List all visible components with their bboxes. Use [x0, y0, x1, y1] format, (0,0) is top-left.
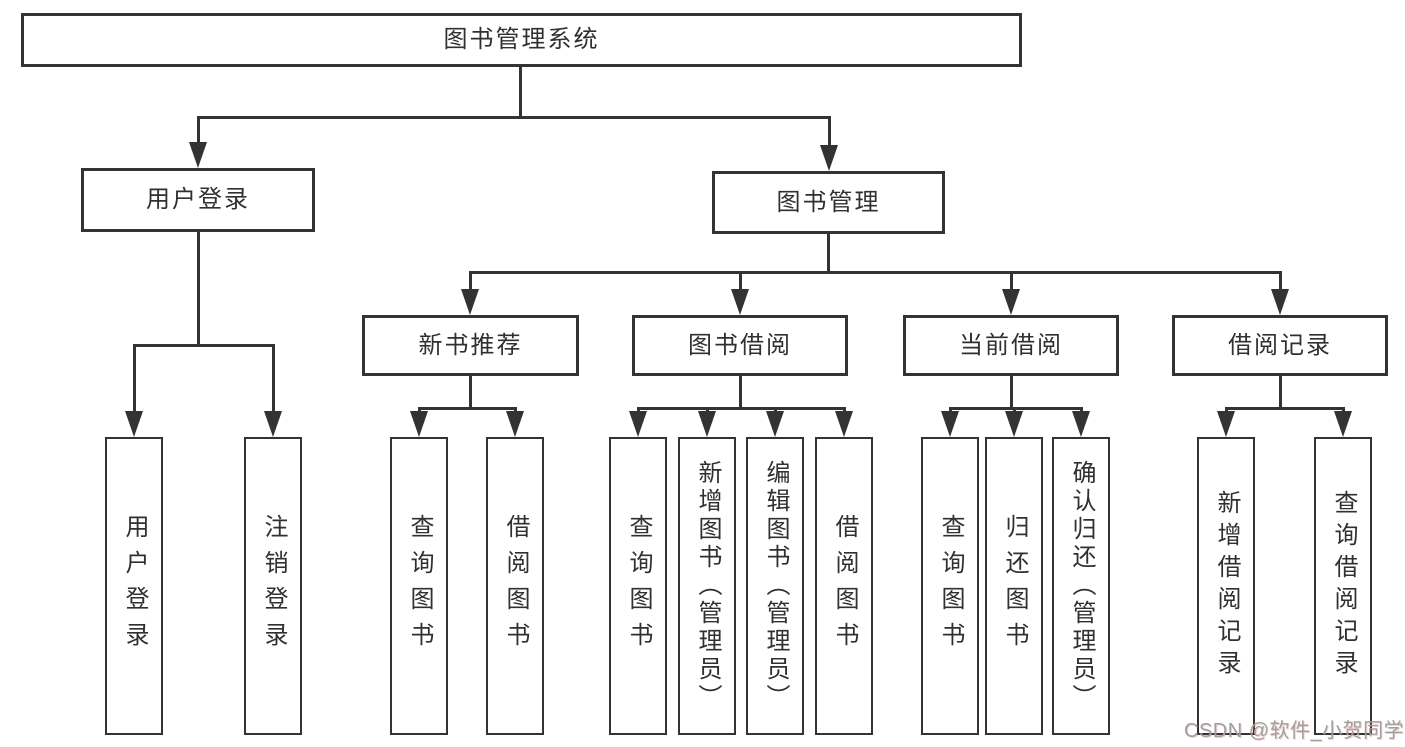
connector-arrowhead: [1005, 411, 1023, 437]
leaf-user-login: 用户登录: [105, 437, 163, 735]
leaf-logout: 注销登录: [244, 437, 302, 735]
connector-arrowhead: [629, 411, 647, 437]
connector-line: [637, 407, 845, 410]
connector-arrowhead: [410, 411, 428, 437]
connector-line: [1010, 271, 1013, 291]
csdn-watermark: CSDN @软件_小贺同学: [1184, 720, 1405, 742]
connector-arrowhead: [189, 142, 207, 168]
node-book-borrowing-label: 图书借阅: [688, 331, 792, 359]
connector-arrowhead: [264, 411, 282, 437]
connector-line: [133, 344, 274, 347]
leaf-query-borrow-record-label: 查询借阅记录: [1330, 490, 1357, 682]
connector-arrowhead: [1271, 289, 1289, 315]
node-borrowing-records: 借阅记录: [1172, 315, 1388, 376]
connector-line: [827, 233, 830, 273]
connector-arrowhead: [461, 289, 479, 315]
connector-arrowhead: [835, 411, 853, 437]
leaf-edit-book-admin-label: 编辑图书（管理员）: [762, 460, 789, 712]
connector-arrowhead: [506, 411, 524, 437]
node-new-book-recommend: 新书推荐: [362, 315, 579, 376]
node-current-borrowing-label: 当前借阅: [959, 331, 1063, 359]
leaf-add-book-admin: 新增图书（管理员）: [678, 437, 736, 735]
leaf-user-login-label: 用户登录: [121, 514, 148, 658]
leaf-add-book-admin-label: 新增图书（管理员）: [694, 460, 721, 712]
leaf-query-books-recommend-label: 查询图书: [406, 514, 433, 658]
node-new-book-recommend-label: 新书推荐: [418, 331, 523, 359]
node-user-login-label: 用户登录: [146, 186, 250, 213]
leaf-borrow-books-borrowing-label: 借阅图书: [831, 514, 858, 658]
leaf-return-book-label: 归还图书: [1001, 514, 1028, 658]
connector-line: [197, 231, 200, 346]
connector-arrowhead: [1217, 411, 1235, 437]
node-user-login: 用户登录: [81, 168, 315, 232]
node-root: 图书管理系统: [21, 13, 1022, 67]
connector-arrowhead: [125, 411, 143, 437]
connector-arrowhead: [1334, 411, 1352, 437]
connector-line: [519, 66, 522, 118]
connector-line: [1279, 375, 1282, 409]
connector-line: [469, 271, 1281, 274]
connector-line: [1279, 271, 1282, 291]
connector-line: [949, 407, 1082, 410]
leaf-query-books-recommend: 查询图书: [390, 437, 448, 735]
connector-line: [469, 375, 472, 409]
leaf-confirm-return-admin: 确认归还（管理员）: [1052, 437, 1110, 735]
connector-line: [469, 271, 472, 291]
node-book-management: 图书管理: [712, 171, 945, 234]
connector-line: [1010, 375, 1013, 409]
node-root-label: 图书管理系统: [443, 26, 600, 53]
connector-line: [197, 116, 200, 146]
leaf-add-borrow-record: 新增借阅记录: [1197, 437, 1255, 735]
connector-arrowhead: [820, 145, 838, 171]
leaf-borrow-books-recommend-label: 借阅图书: [502, 514, 529, 658]
connector-line: [739, 271, 742, 291]
connector-arrowhead: [766, 411, 784, 437]
node-book-borrowing: 图书借阅: [632, 315, 848, 376]
connector-line: [828, 116, 831, 148]
connector-line: [739, 375, 742, 409]
connector-line: [1225, 407, 1344, 410]
connector-line: [133, 344, 136, 414]
connector-arrowhead: [1002, 289, 1020, 315]
node-book-management-label: 图书管理: [776, 188, 881, 216]
leaf-borrow-books-borrowing: 借阅图书: [815, 437, 873, 735]
leaf-borrow-books-recommend: 借阅图书: [486, 437, 544, 735]
leaf-confirm-return-admin-label: 确认归还（管理员）: [1068, 460, 1095, 712]
connector-line: [272, 344, 275, 414]
leaf-edit-book-admin: 编辑图书（管理员）: [746, 437, 804, 735]
leaf-add-borrow-record-label: 新增借阅记录: [1213, 490, 1240, 682]
leaf-query-books-current: 查询图书: [921, 437, 979, 735]
leaf-query-books-borrowing-label: 查询图书: [625, 514, 652, 658]
leaf-query-books-current-label: 查询图书: [937, 514, 964, 658]
leaf-logout-label: 注销登录: [260, 514, 287, 658]
connector-arrowhead: [1072, 411, 1090, 437]
connector-arrowhead: [698, 411, 716, 437]
leaf-query-borrow-record: 查询借阅记录: [1314, 437, 1372, 735]
connector-line: [197, 116, 831, 119]
node-current-borrowing: 当前借阅: [903, 315, 1119, 376]
connector-arrowhead: [941, 411, 959, 437]
node-borrowing-records-label: 借阅记录: [1228, 331, 1332, 359]
connector-line: [418, 407, 516, 410]
leaf-query-books-borrowing: 查询图书: [609, 437, 667, 735]
connector-arrowhead: [731, 289, 749, 315]
leaf-return-book: 归还图书: [985, 437, 1043, 735]
